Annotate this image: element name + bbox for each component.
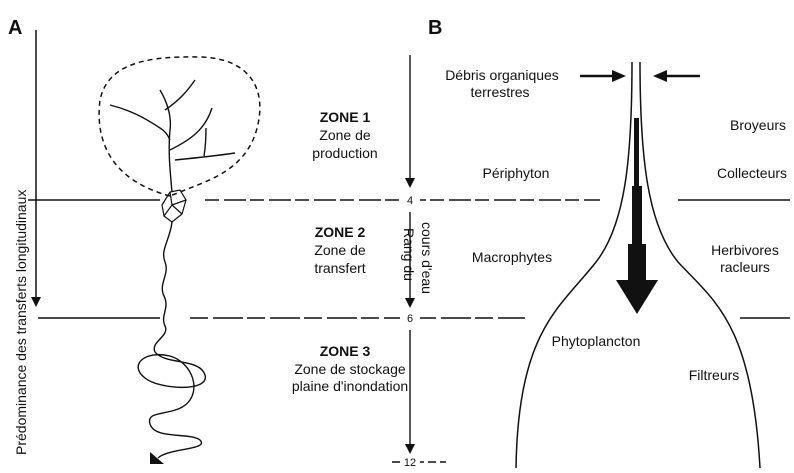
drainage-basin-outline xyxy=(99,57,260,196)
panel-a-letter: A xyxy=(8,17,22,39)
central-flux-arrow xyxy=(616,118,658,314)
svg-text:transfert: transfert xyxy=(314,260,365,276)
debris-label-1: Débris organiques xyxy=(445,67,559,83)
stream-order-tick-6: 6 xyxy=(407,313,413,325)
vertical-axis-label: Prédominance des transferts longitudinau… xyxy=(13,190,29,455)
consumer-collecteurs: Collecteurs xyxy=(717,165,787,181)
stream-order-tick-12: 12 xyxy=(404,457,416,468)
zone-1-label: ZONE 1 Zone de production xyxy=(312,109,377,161)
zone-2-label: ZONE 2 Zone de transfert xyxy=(314,224,366,276)
svg-text:Zone de: Zone de xyxy=(319,127,371,143)
debris-arrow-left-head xyxy=(612,70,626,82)
river-profile-left xyxy=(516,62,632,468)
tributary-left xyxy=(110,105,170,140)
consumer-herbivores-2: racleurs xyxy=(720,259,770,275)
debris-label-2: terrestres xyxy=(470,84,529,100)
main-headwater xyxy=(160,90,172,192)
debris-arrow-right-head xyxy=(653,70,667,82)
river-arrowhead xyxy=(150,452,164,464)
tributary-upper xyxy=(165,80,195,110)
svg-text:production: production xyxy=(312,145,377,161)
meandering-river xyxy=(138,222,205,458)
zone-3-label: ZONE 3 Zone de stockage plaine d'inondat… xyxy=(292,343,408,394)
tributary-right-2 xyxy=(204,128,206,156)
panel-b-letter: B xyxy=(428,17,442,39)
svg-text:ZONE 3: ZONE 3 xyxy=(320,343,371,359)
producer-phytoplankton: Phytoplancton xyxy=(552,333,641,349)
consumer-broyeurs: Broyeurs xyxy=(730,117,786,133)
stream-order-tick-4: 4 xyxy=(407,195,413,207)
consumer-filtreurs: Filtreurs xyxy=(689,367,740,383)
svg-text:Zone de stockage: Zone de stockage xyxy=(294,361,406,377)
svg-text:Zone de: Zone de xyxy=(314,242,366,258)
producer-macrophytes: Macrophytes xyxy=(472,249,552,265)
svg-text:plaine d'inondation: plaine d'inondation xyxy=(292,378,408,394)
consumer-herbivores-1: Herbivores xyxy=(711,242,779,258)
stream-order-label-1: Rang du xyxy=(401,228,417,281)
svg-text:ZONE 2: ZONE 2 xyxy=(315,224,366,240)
producer-periphyton: Périphyton xyxy=(483,165,550,181)
stream-order-label-2: cours d'eau xyxy=(419,222,435,294)
svg-text:ZONE 1: ZONE 1 xyxy=(320,109,371,125)
tributary-network xyxy=(110,80,235,192)
